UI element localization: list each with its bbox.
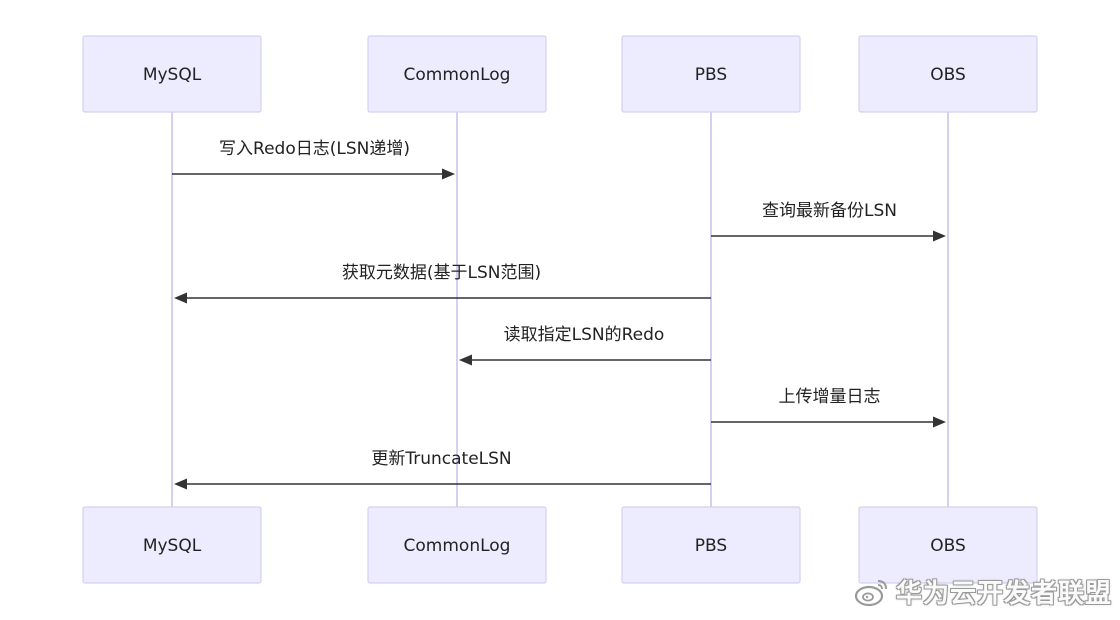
actor-label: CommonLog [404,536,511,556]
watermark-text: 华为云开发者联盟 [895,579,1112,609]
actor-label: OBS [930,536,966,556]
actor-box [82,506,262,584]
message-label: 查询最新备份LSN [762,201,897,221]
actor-label: PBS [695,65,727,85]
message-3: 获取元数据(基于LSN范围) [174,263,711,304]
actor-box [858,35,1038,113]
actor-commonlog-top: CommonLog [367,35,547,113]
actors-top: MySQL CommonLog PBS OBS [82,35,1038,113]
actor-box [621,35,801,113]
actor-pbs-top: PBS [621,35,801,113]
arrowhead-icon [442,168,455,180]
messages: 写入Redo日志(LSN递增) 查询最新备份LSN 获取元数据(基于LSN范围) 读取… [172,139,946,490]
message-label: 获取元数据(基于LSN范围) [342,263,541,283]
actor-label: CommonLog [404,65,511,85]
arrowhead-icon [933,230,946,242]
message-label: 写入Redo日志(LSN递增) [219,139,410,159]
actor-label: MySQL [143,65,202,85]
message-label: 更新TruncateLSN [371,449,511,469]
watermark: 华为云开发者联盟 [854,573,1112,610]
arrowhead-icon [933,416,946,428]
actor-box [621,506,801,584]
actor-mysql-bottom: MySQL [82,506,262,584]
actor-box [367,506,547,584]
actor-pbs-bottom: PBS [621,506,801,584]
message-label: 读取指定LSN的Redo [504,325,665,345]
actor-label: PBS [695,536,727,556]
message-2: 查询最新备份LSN [711,201,946,242]
weibo-logo-icon [854,579,887,606]
actors-bottom: MySQL CommonLog PBS OBS [82,506,1038,584]
actor-obs-top: OBS [858,35,1038,113]
actor-label: MySQL [143,536,202,556]
actor-label: OBS [930,65,966,85]
arrowhead-icon [174,478,187,490]
lifelines [171,112,949,507]
message-1: 写入Redo日志(LSN递增) [172,139,455,180]
actor-box [82,35,262,113]
actor-obs-bottom: OBS [858,506,1038,584]
actor-commonlog-bottom: CommonLog [367,506,547,584]
arrowhead-icon [174,292,187,304]
message-4: 读取指定LSN的Redo [459,325,711,366]
message-6: 更新TruncateLSN [174,449,711,490]
message-label: 上传增量日志 [779,387,881,407]
actor-box [367,35,547,113]
message-5: 上传增量日志 [711,387,946,428]
actor-box [858,506,1038,584]
arrowhead-icon [459,354,472,366]
actor-mysql-top: MySQL [82,35,262,113]
